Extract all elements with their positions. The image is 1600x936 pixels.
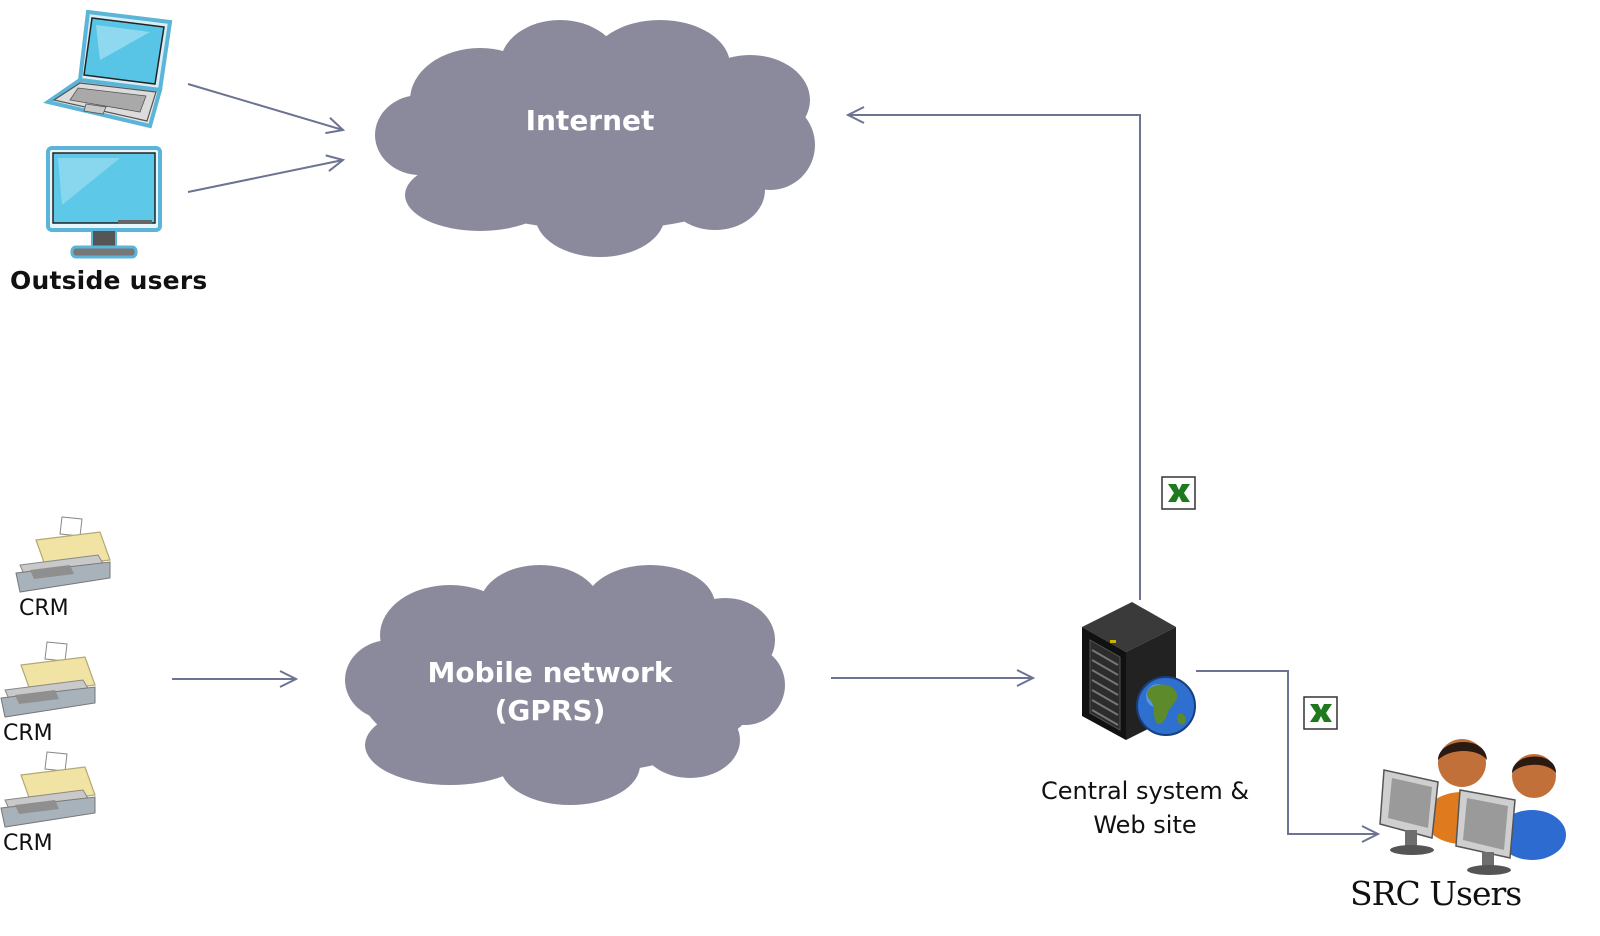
users-computers-icon [1379,739,1566,875]
central-system-label-line2: Web site [1093,811,1197,839]
monitor-to-internet-arrow [187,160,343,193]
src-users-label: SRC Users [1350,874,1522,913]
outside-users-label: Outside users [10,266,208,295]
crm-label: CRM [19,596,69,621]
mobile-network-label-line1: Mobile network [427,656,673,689]
laptop-to-internet-arrow [187,83,343,130]
cash-register-icon [15,516,111,593]
crm-label: CRM [3,721,53,746]
internet-label: Internet [525,104,655,137]
mobile-network-label: Mobile network (GPRS) [400,654,700,730]
internet-cloud [375,20,815,257]
central-to-internet-arrow [848,115,1141,600]
cash-register-icon [0,751,96,828]
monitor-icon [46,146,162,259]
crm-label: CRM [3,831,53,856]
connectors [172,83,1378,834]
excel-file-icon [1303,696,1338,730]
excel-file-icon [1161,476,1196,510]
central-to-src-users-arrow [1196,670,1378,834]
mobile-network-label-line2: (GPRS) [494,694,606,727]
server-globe-icon [1082,602,1196,740]
central-system-label-line1: Central system & [1040,777,1250,805]
laptop-icon [43,9,173,129]
mobile-network-cloud [345,565,785,805]
central-system-label: Central system & Web site [1030,774,1260,842]
cash-register-icon [0,641,96,718]
